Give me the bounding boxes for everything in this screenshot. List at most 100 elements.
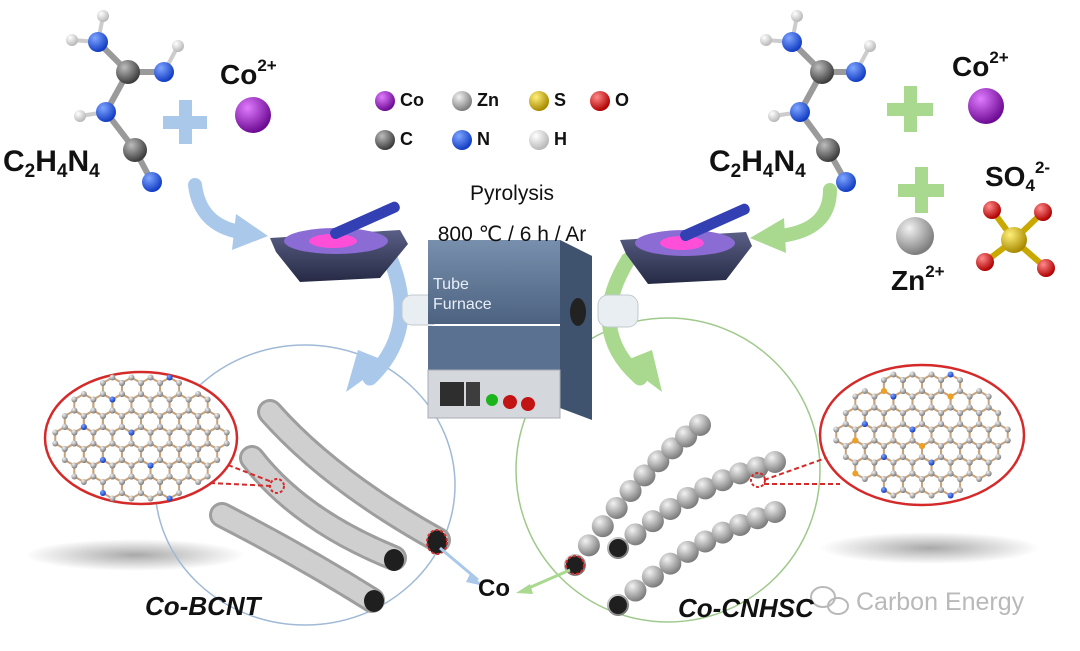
lattice-atom [880,454,887,460]
lattice-atom [947,492,954,499]
cnhsc-sphere [746,507,769,530]
lattice-atom [985,393,992,400]
lattice-atom [919,443,925,449]
lattice-atom [195,479,202,485]
mortar-left [270,201,408,282]
lattice-atom [861,443,868,449]
lattice-atom [176,490,183,496]
lattice-atom [871,459,878,466]
sulfate-ion-label: SO42- [985,158,1051,195]
lattice-atom [166,429,173,436]
furnace-red-button-1[interactable] [503,395,517,409]
lattice-atom [985,470,992,477]
lattice-atom [842,421,849,427]
lattice-atom [852,437,859,444]
cnhsc-co-tip [565,555,585,575]
lattice-atom [938,487,945,493]
lattice-atom [223,440,230,447]
lattice-atom [985,459,992,466]
lattice-atom [176,380,183,386]
lattice-atom [985,404,992,411]
lattice-atom [157,446,164,452]
lattice-atom [852,404,859,411]
lattice-atom [890,492,897,499]
lattice-atom [976,454,983,460]
lattice-atom [947,470,954,477]
lattice-atom [957,388,964,394]
legend-o-label: O [615,90,630,110]
lattice-atom [938,377,945,383]
lattice-atom [204,462,211,469]
lattice-atom [871,470,878,477]
cnhsc-sphere [624,523,647,546]
lattice-atom [976,476,983,482]
cnhsc-sphere [694,530,717,553]
lattice-atom [138,479,144,485]
lattice-atom [890,470,897,477]
lattice-atom [166,374,173,381]
lattice-atom [138,391,144,397]
lattice-atom [890,404,897,411]
lattice-atom [871,393,878,400]
lattice-atom [204,429,211,436]
furnace-display[interactable] [440,382,464,406]
lattice-atom [118,424,125,430]
carbon-lattice-left [52,374,230,502]
lattice-atom [842,443,849,449]
lattice-atom [909,459,916,466]
lattice-atom [99,424,106,430]
lattice-atom [957,454,964,460]
lattice-atom [985,426,992,433]
lattice-atom [909,437,916,444]
legend-c-ball [375,130,395,150]
lattice-atom [90,407,97,414]
lattice-atom [195,413,202,419]
cobalt-ion-ball-right [968,88,1004,124]
lattice-atom [899,410,906,416]
lattice-atom [147,429,154,436]
lattice-atom [880,410,887,416]
formula-right: C2H4N4 [709,145,806,182]
zoom-circle-right [818,363,1026,507]
lattice-atom [909,492,916,499]
lattice-atom [899,476,906,482]
arrow-mortar-to-cnhsc-head [622,350,662,392]
legend-zn-ball [452,91,472,111]
lattice-atom [880,487,887,493]
lattice-atom [80,391,87,397]
lattice-atom [957,410,964,416]
lattice-atom [147,407,154,414]
lattice-atom [99,490,106,496]
lattice-atom [957,476,964,482]
lattice-atom [966,393,973,400]
lattice-atom [966,437,973,444]
lattice-atom [995,443,1002,449]
cnhsc-sphere [641,510,664,533]
furnace-display-2[interactable] [466,382,480,406]
lattice-atom [185,396,192,403]
arrow-left-to-mortar [188,178,247,239]
lattice-atom [204,407,211,414]
lattice-atom [871,404,878,411]
lattice-atom [166,396,173,403]
lattice-atom [919,377,925,383]
lattice-atom [871,437,878,444]
lattice-atom [947,437,954,444]
furnace-red-button-2[interactable] [521,397,535,411]
legend-n-ball [452,130,472,150]
furnace-green-button[interactable] [486,394,498,406]
lattice-atom [861,388,868,394]
lattice-atom [899,443,906,449]
lattice-atom [71,407,78,414]
lattice-atom [899,377,906,383]
dicyandiamide-molecule-left [66,10,184,192]
lattice-atom [71,462,78,469]
lattice-atom [80,446,87,452]
lattice-atom [118,380,125,386]
lattice-atom [99,391,106,397]
lattice-atom [909,404,916,411]
process-conditions: 800 ℃ / 6 h / Ar [437,223,587,246]
lattice-atom [61,457,68,463]
lattice-atom [1004,426,1011,433]
lattice-atom [938,443,945,449]
